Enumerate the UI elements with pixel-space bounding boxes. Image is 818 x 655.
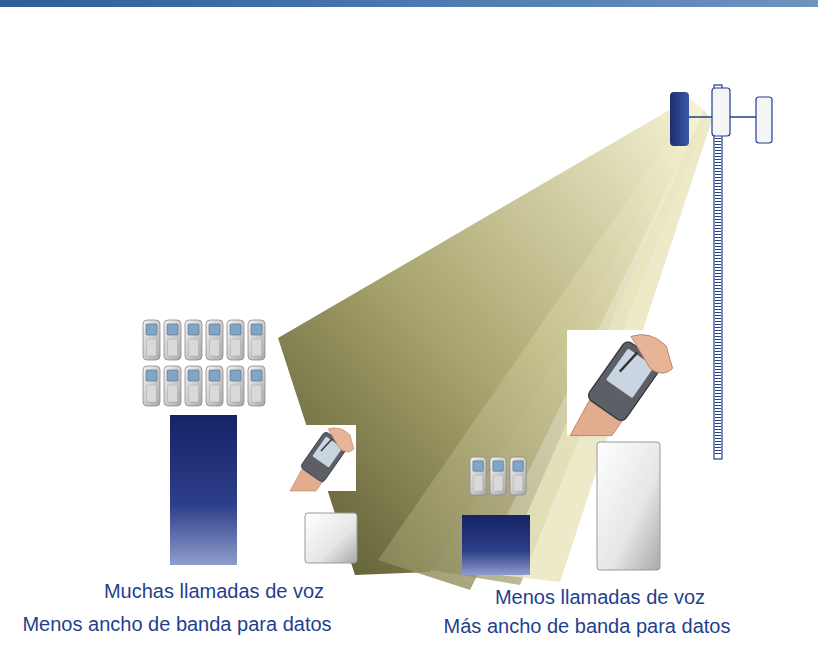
phone-icon: [206, 366, 223, 406]
phone-body: [206, 320, 223, 360]
caption-text: Menos llamadas de voz: [495, 585, 705, 609]
tower-mast: [714, 85, 722, 459]
phone-keypad: [168, 385, 178, 402]
phone-icon: [248, 366, 265, 406]
phone-icon: [227, 320, 244, 360]
tower-ladder: [715, 90, 721, 456]
phone-screen: [167, 324, 178, 335]
phone-body: [248, 366, 265, 406]
phone-screen: [188, 370, 199, 381]
caption-text: Muchas llamadas de voz: [104, 579, 324, 603]
phone-screen: [230, 370, 241, 381]
phone-screen: [493, 461, 503, 471]
phone-icon: [206, 320, 223, 360]
phone-body: [143, 320, 160, 360]
phone-screen: [209, 324, 220, 335]
caption-text: Más ancho de banda para datos: [444, 614, 731, 638]
caption-text: Menos ancho de banda para datos: [22, 612, 331, 636]
photo-ground: [567, 330, 676, 436]
phone-keypad: [147, 339, 157, 356]
phone-icon: [185, 320, 202, 360]
phone-group: [143, 320, 526, 495]
phone-body: [185, 366, 202, 406]
pda-in-hand: [567, 330, 676, 436]
pda-group: [288, 330, 676, 491]
phone-keypad: [231, 339, 241, 356]
phone-screen: [146, 370, 157, 381]
phone-screen: [513, 461, 523, 471]
antenna-panel: [712, 88, 730, 136]
phone-screen: [146, 324, 157, 335]
phone-body: [206, 366, 223, 406]
phone-icon: [185, 366, 202, 406]
phone-body: [227, 366, 244, 406]
phone-screen: [230, 324, 241, 335]
antenna-panel: [670, 92, 689, 146]
phone-body: [248, 320, 265, 360]
phone-keypad: [168, 339, 178, 356]
phone-screen: [251, 370, 262, 381]
header-band: [0, 0, 818, 7]
phone-body: [185, 320, 202, 360]
photo-ground: [288, 425, 356, 491]
phone-keypad: [231, 385, 241, 402]
phone-icon: [227, 366, 244, 406]
phone-keypad: [493, 475, 503, 491]
radio-beam: [500, 110, 712, 582]
phone-body: [143, 366, 160, 406]
data-bar: [305, 513, 357, 563]
phone-keypad: [252, 385, 262, 402]
phone-body: [227, 320, 244, 360]
phone-body: [490, 457, 506, 495]
phone-screen: [188, 324, 199, 335]
phone-icon: [248, 320, 265, 360]
voice-bar: [462, 515, 530, 575]
phone-keypad: [189, 385, 199, 402]
stylus: [321, 439, 332, 451]
phone-icon: [143, 320, 160, 360]
phone-body: [164, 320, 181, 360]
voice-bar: [170, 415, 237, 565]
phone-icon: [490, 457, 506, 495]
phone-screen: [251, 324, 262, 335]
phone-icon: [510, 457, 526, 495]
phone-keypad: [473, 475, 483, 491]
phone-icon: [470, 457, 486, 495]
stylus: [620, 352, 638, 371]
data-bar: [597, 442, 660, 570]
phone-keypad: [210, 385, 220, 402]
phone-screen: [473, 461, 483, 471]
pda-in-hand: [288, 425, 356, 491]
phone-body: [164, 366, 181, 406]
phone-screen: [209, 370, 220, 381]
phone-body: [470, 457, 486, 495]
phone-keypad: [147, 385, 157, 402]
phone-keypad: [189, 339, 199, 356]
phone-body: [510, 457, 526, 495]
phone-icon: [164, 320, 181, 360]
phone-icon: [164, 366, 181, 406]
phone-screen: [167, 370, 178, 381]
phone-keypad: [210, 339, 220, 356]
phone-keypad: [513, 475, 523, 491]
phone-icon: [143, 366, 160, 406]
phone-keypad: [252, 339, 262, 356]
antenna-panel: [756, 97, 772, 143]
